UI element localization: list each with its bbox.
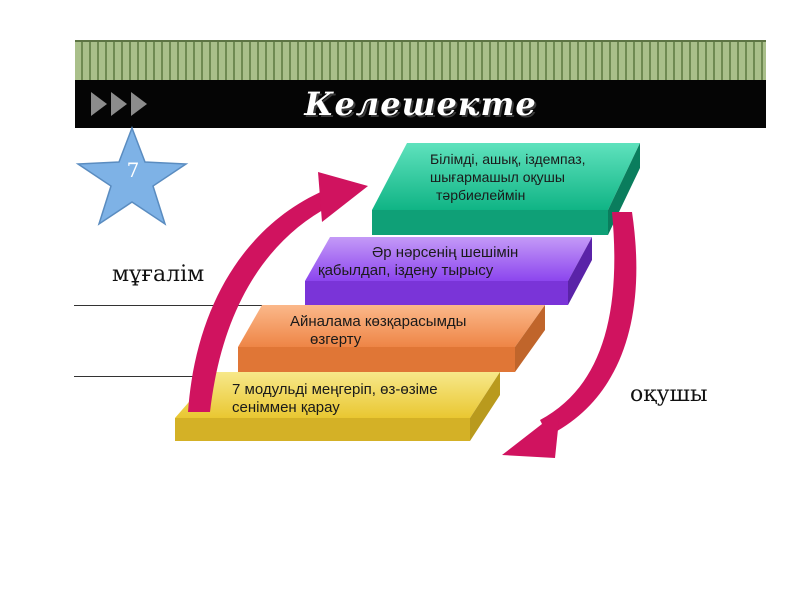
triple-chevron-right-icon (91, 92, 147, 116)
step-4 (372, 143, 640, 235)
badge-number: 7 (126, 158, 140, 182)
step-1-line-1: 7 модульді меңгеріп, өз-өзіме (232, 381, 438, 398)
label-student: оқушы (630, 382, 708, 407)
step-2 (238, 305, 545, 372)
title-bar: Келешекте (75, 80, 766, 128)
step-1-line-2: сеніммен қарау (232, 399, 340, 416)
step-3-text: Әр нәрсенің шешімін қабылдап, іздену тыр… (318, 244, 518, 280)
step-2-line-2: өзгерту (310, 331, 362, 348)
guide-line-lower (74, 376, 249, 377)
step-1 (175, 372, 500, 441)
curved-arrow-down (502, 212, 637, 458)
step-3-line-1: Әр нәрсенің шешімін (372, 244, 519, 261)
step-3 (305, 237, 592, 305)
star-icon (75, 126, 189, 226)
step-4-line-3: тәрбиелеймін (436, 187, 526, 203)
label-teacher: мұғалім (112, 262, 205, 287)
slide-title: Келешекте (304, 85, 537, 123)
step-3-line-2: қабылдап, іздену тырысу (318, 262, 494, 279)
step-2-line-1: Айналама көзқарасымды (290, 313, 467, 330)
step-4-text: Білімді, ашық, іздемпаз, шығармашыл оқуш… (430, 150, 586, 204)
step-2-text: Айналама көзқарасымды өзгерту (290, 313, 466, 349)
step-1-text: 7 модульді меңгеріп, өз-өзіме сеніммен қ… (232, 381, 438, 417)
header-stripe-bar (75, 40, 766, 82)
guide-line-upper (74, 305, 314, 306)
step-4-line-1: Білімді, ашық, іздемпаз, (430, 151, 586, 167)
step-4-line-2: шығармашыл оқушы (430, 169, 565, 185)
curved-arrow-up (188, 172, 368, 412)
